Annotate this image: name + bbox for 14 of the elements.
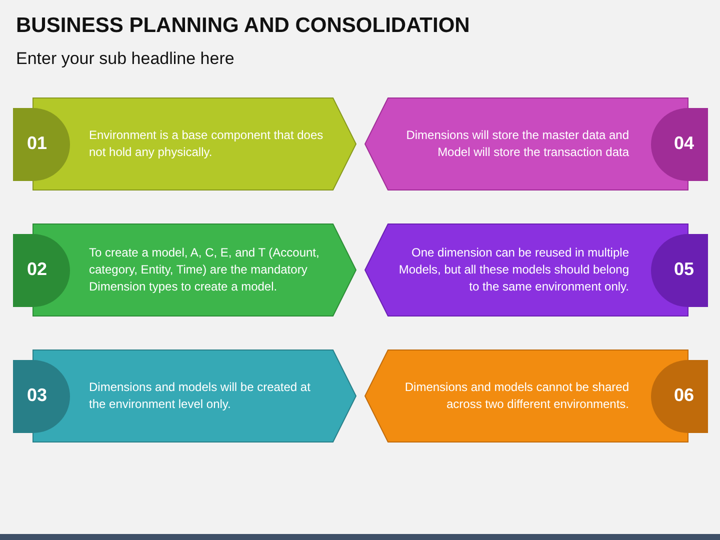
- step-description: Dimensions will store the master data and Model will store the transaction data: [405, 127, 629, 161]
- step-number: 01: [26, 133, 48, 154]
- subheadline: Enter your sub headline here: [16, 49, 234, 69]
- step-description: Environment is a base component that does not hold any physically.: [89, 127, 324, 161]
- step-number: 06: [672, 385, 696, 406]
- step-number: 03: [26, 385, 48, 406]
- step-description: One dimension can be reused in multiple Models, but all these models should belong to the same environment only.: [398, 244, 629, 296]
- step-description: To create a model, A, C, E, and T (Account, category, Entity, Time) are the mandatory Dimension types to create a model.: [89, 244, 320, 296]
- step-description: Dimensions and models will be created at the environment level only.: [89, 379, 312, 413]
- step-number: 02: [26, 259, 48, 280]
- step-description: Dimensions and models cannot be shared across two different environments.: [404, 379, 629, 413]
- step-number: 04: [672, 133, 696, 154]
- title: BUSINESS PLANNING AND CONSOLIDATION: [16, 14, 470, 38]
- step-number: 05: [672, 259, 696, 280]
